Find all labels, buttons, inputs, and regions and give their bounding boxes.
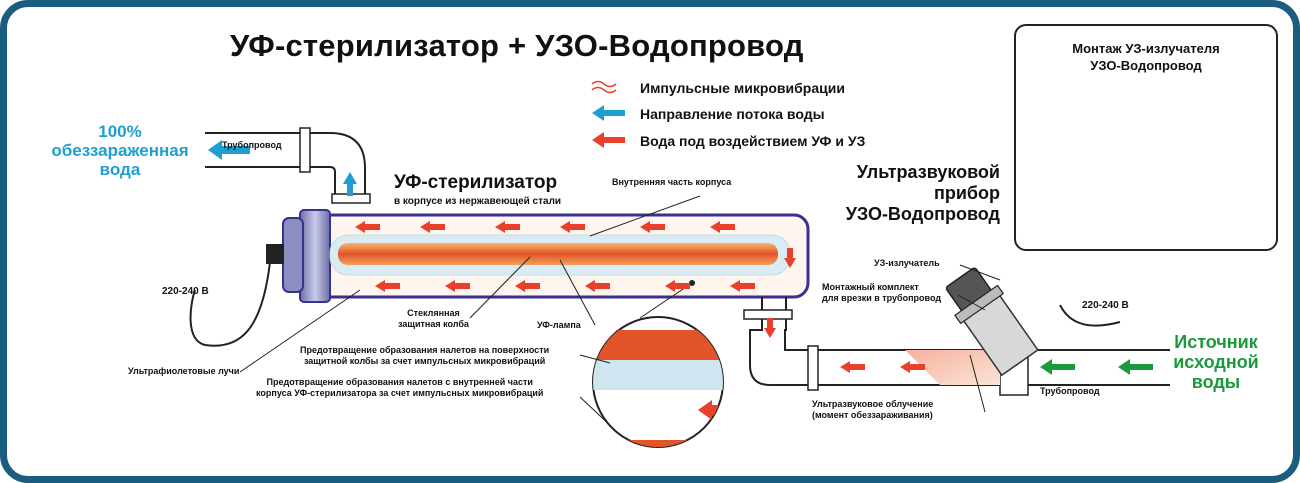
sterilizer-body	[266, 209, 810, 303]
sterilizer-subtitle: в корпусе из нержавеющей стали	[394, 196, 562, 207]
legend-flow-direction: Направление потока воды	[640, 106, 825, 122]
photo-panel: Монтаж УЗ-излучателя УЗО-Водопровод	[1014, 24, 1278, 251]
legend-treated-water: Вода под воздействием УФ и УЗ	[640, 133, 866, 149]
magnifier	[592, 280, 724, 448]
blue-flow-arrows	[208, 140, 357, 196]
vibration-legend-icon	[591, 80, 617, 94]
uv-lamp-label: УФ-лампа	[537, 320, 581, 330]
inlet-label: Источник исходной воды	[1173, 332, 1259, 392]
red-arrow-legend-icon	[592, 132, 625, 148]
ultrasonic-emitter	[905, 267, 1121, 385]
inner-body-label: Внутренняя часть корпуса	[612, 177, 732, 187]
prevent-body-label: Предотвращение образования налетов с вну…	[256, 377, 544, 398]
uv-rays-label: Ультрафиолетовые лучи	[128, 366, 240, 376]
photo-title: Монтаж УЗ-излучателя УЗО-Водопровод	[1072, 41, 1220, 73]
blue-arrow-legend-icon	[592, 105, 625, 121]
inlet-pipe-label: Трубопровод	[1040, 386, 1100, 396]
irradiation-label: Ультразвуковое облучение (момент обеззар…	[812, 399, 934, 420]
glass-label: Стеклянная защитная колба	[398, 308, 469, 329]
legend-vibrations: Импульсные микровибрации	[640, 80, 845, 96]
outlet-label: 100% обеззараженная вода	[51, 122, 189, 179]
page-title: УФ-стерилизатор + УЗО-Водопровод	[230, 28, 804, 63]
green-flow-arrows	[1040, 359, 1153, 375]
leader-lines	[239, 195, 1001, 431]
ultrasonic-title: Ультразвуковой прибор УЗО-Водопровод	[845, 162, 1000, 224]
outlet-pipe-label: Трубопровод	[222, 140, 282, 150]
power-cable-left	[189, 261, 271, 347]
prevent-glass-label: Предотвращение образования налетов на по…	[300, 345, 550, 366]
mount-kit-label: Монтажный комплект для врезки в трубопро…	[822, 282, 942, 303]
outlet-pipe	[205, 127, 371, 204]
sterilizer-title: УФ-стерилизатор	[394, 172, 558, 193]
red-flow-arrows	[355, 221, 925, 373]
legend-glyphs	[591, 80, 625, 148]
voltage-right-label: 220-240 В	[1082, 300, 1129, 311]
voltage-left-label: 220-240 В	[162, 286, 209, 297]
emitter-label: УЗ-излучатель	[874, 258, 940, 268]
